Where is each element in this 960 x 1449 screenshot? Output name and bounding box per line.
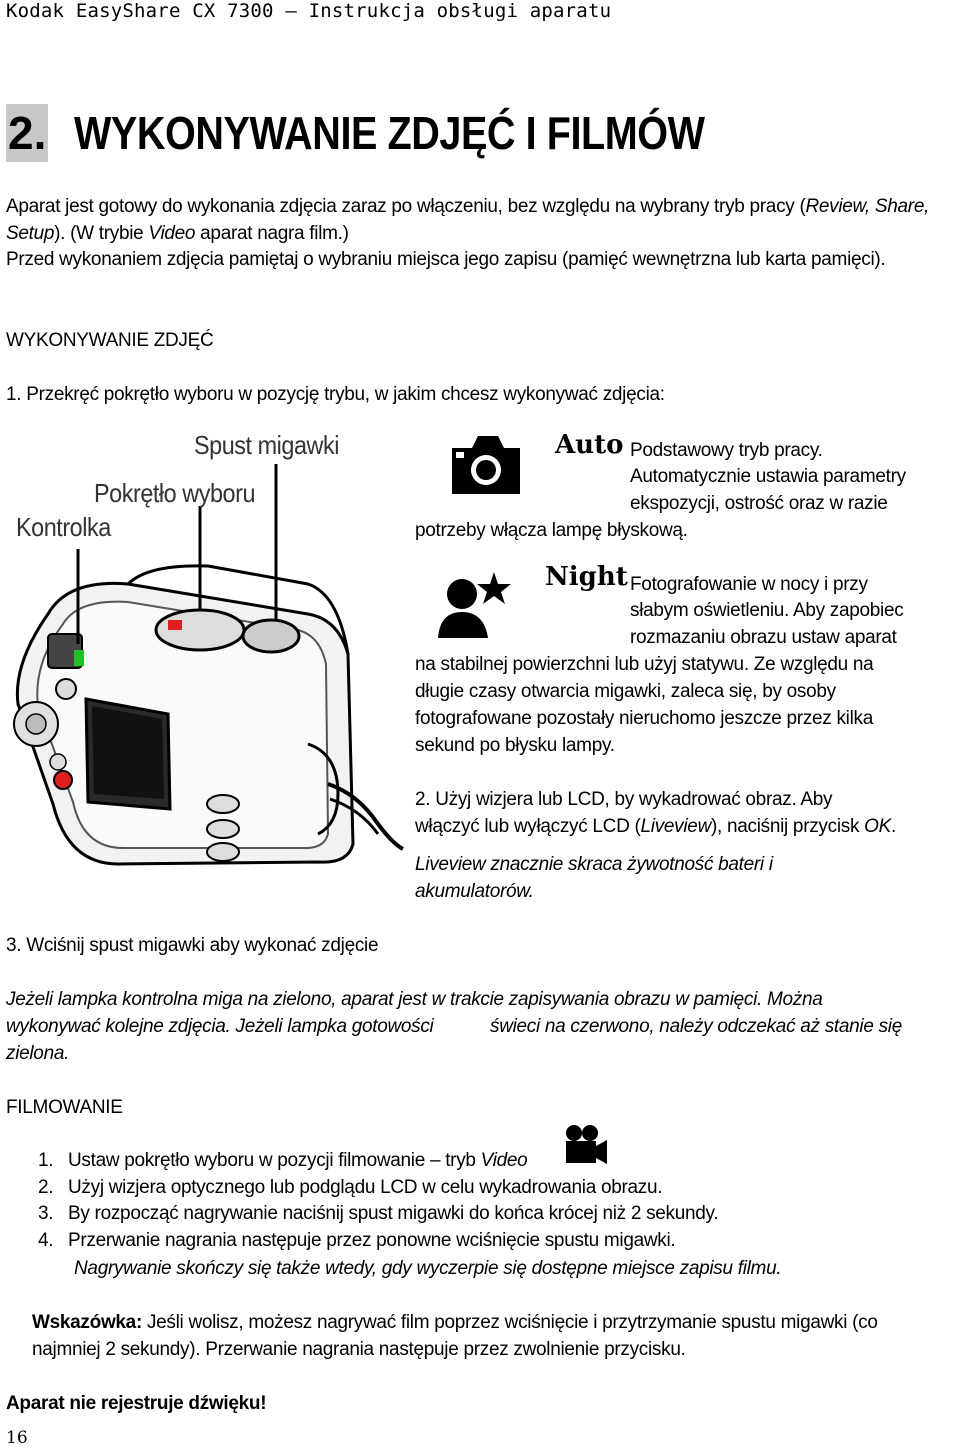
step-2-liveview: Liveview xyxy=(640,816,712,837)
camera-figure: Spust migawki Pokrętło wyboru Kontrolka xyxy=(8,424,408,904)
step-3: 3. Wciśnij spust migawki aby wykonać zdj… xyxy=(6,935,379,956)
step-2-note-2: akumulatorów. xyxy=(415,881,534,902)
list-item-number: 3. xyxy=(38,1203,54,1224)
list-item: 4. Przerwanie nagrania następuje przez po… xyxy=(0,1228,940,1255)
intro-modes: Review, Share, Setup xyxy=(6,196,930,244)
mode-auto-text-c: ekspozycji, ostrość oraz w razie xyxy=(630,493,888,514)
person-star-icon xyxy=(436,570,516,640)
step-2-ok: OK xyxy=(864,816,891,837)
lamp-note-2a: wykonywać kolejne zdjęcia. Jeżeli lampka… xyxy=(6,1016,434,1037)
mode-night-text-c: rozmazaniu obrazu ustaw aparat xyxy=(630,627,897,648)
step-1: 1. Przekręć pokrętło wyboru w pozycję tr… xyxy=(6,384,665,405)
step-2-note-1: Liveview znacznie skraca żywotność bater… xyxy=(415,854,773,875)
list-item-video: Video xyxy=(480,1150,528,1171)
mode-night-text-b: słabym oświetleniu. Aby zapobiec xyxy=(630,600,904,621)
tip-paragraph: Wskazówka: Jeśli wolisz, możesz nagrywać… xyxy=(32,1310,937,1363)
mode-night-text-e: długie czasy otwarcia migawki, zaleca si… xyxy=(415,681,836,702)
page-number: 16 xyxy=(6,1428,28,1448)
indicator-light xyxy=(74,650,84,666)
camera-icon xyxy=(450,432,522,498)
mode-night-text-f: fotografowane pozostały nieruchomo jeszc… xyxy=(415,708,873,729)
intro-video: Video xyxy=(148,222,196,244)
mode-auto-text-d: potrzeby włącza lampę błyskową. xyxy=(415,520,688,541)
chapter-heading: 2. WYKONYWANIE ZDJĘĆ I FILMÓW xyxy=(6,104,808,162)
list-item: 1. Ustaw pokrętło wyboru w pozycji filmow… xyxy=(0,1148,940,1175)
film-steps-list: 1. Ustaw pokrętło wyboru w pozycji filmow… xyxy=(0,1148,940,1254)
intro-text: aparat nagra film.) xyxy=(195,222,349,244)
chapter-number: 2. xyxy=(6,104,49,162)
mode-auto-label: Auto xyxy=(555,430,624,460)
list-item: 2. Użyj wizjera optycznego lub podglądu L… xyxy=(0,1175,940,1202)
list-item: 3. By rozpocząć nagrywanie naciśnij spust… xyxy=(0,1201,940,1228)
mode-night-text-g: sekund po błysku lampy. xyxy=(415,735,615,756)
tip-label: Wskazówka: xyxy=(32,1312,142,1333)
no-sound-warning: Aparat nie rejestruje dźwięku! xyxy=(6,1393,267,1414)
film-note: Nagrywanie skończy się także wtedy, gdy … xyxy=(74,1258,782,1279)
list-item-text: Ustaw pokrętło wyboru w pozycji filmowan… xyxy=(68,1150,481,1171)
lamp-note-1: Jeżeli lampka kontrolna miga na zielono,… xyxy=(6,989,823,1010)
intro-text: ). (W trybie xyxy=(54,222,149,244)
list-item-number: 1. xyxy=(38,1150,54,1171)
mode-night-text-d: na stabilnej powierzchni lub użyj statyw… xyxy=(415,654,874,675)
mode-night-text-a: Fotografowanie w nocy i przy xyxy=(630,574,868,595)
chapter-title: WYKONYWANIE ZDJĘĆ I FILMÓW xyxy=(74,107,705,159)
list-item-number: 4. xyxy=(38,1229,54,1251)
shutter-button xyxy=(241,618,301,654)
list-item-number: 2. xyxy=(38,1176,54,1198)
list-item-text: Użyj wizjera optycznego lub podglądu LCD… xyxy=(68,1176,663,1198)
step-2-text: . xyxy=(890,816,896,837)
list-item-text: By rozpocząć nagrywanie naciśnij spust m… xyxy=(68,1203,719,1224)
intro-text: Aparat jest gotowy do wykonania zdjęcia … xyxy=(6,196,806,217)
mode-night-label: Night xyxy=(545,562,628,592)
lamp-note-2b: świeci na czerwono, należy odczekać aż s… xyxy=(490,1016,902,1037)
step-2-text: ), naciśnij przycisk xyxy=(711,816,865,837)
tip-text: Jeśli wolisz, możesz nagrywać film poprz… xyxy=(32,1312,878,1360)
step-2-line-b: włączyć lub wyłączyć LCD (Liveview), nac… xyxy=(415,814,896,841)
lamp-note-3: zielona. xyxy=(6,1043,70,1064)
label-shutter: Spust migawki xyxy=(194,430,340,460)
intro-text-2: Przed wykonaniem zdjęcia pamiętaj o wybr… xyxy=(6,249,886,270)
label-indicator: Kontrolka xyxy=(16,512,111,542)
intro-paragraph: Aparat jest gotowy do wykonania zdjęcia … xyxy=(6,194,936,274)
section-heading-photo: WYKONYWANIE ZDJĘĆ xyxy=(6,330,214,351)
section-heading-film: FILMOWANIE xyxy=(6,1097,123,1118)
step-2-text: włączyć lub wyłączyć LCD ( xyxy=(415,816,641,837)
list-item-text: Przerwanie nagrania następuje przez pono… xyxy=(68,1229,676,1251)
camera-illustration xyxy=(13,464,404,866)
mode-auto-text-b: Automatycznie ustawia parametry xyxy=(630,466,906,487)
page-header-title: Kodak EasyShare CX 7300 – Instrukcja obs… xyxy=(6,0,612,22)
mode-auto-text-a: Podstawowy tryb pracy. xyxy=(630,440,823,461)
label-dial: Pokrętło wyboru xyxy=(94,478,256,508)
video-camera-icon xyxy=(564,1124,608,1166)
step-2-line-a: 2. Użyj wizjera lub LCD, by wykadrować o… xyxy=(415,789,833,810)
